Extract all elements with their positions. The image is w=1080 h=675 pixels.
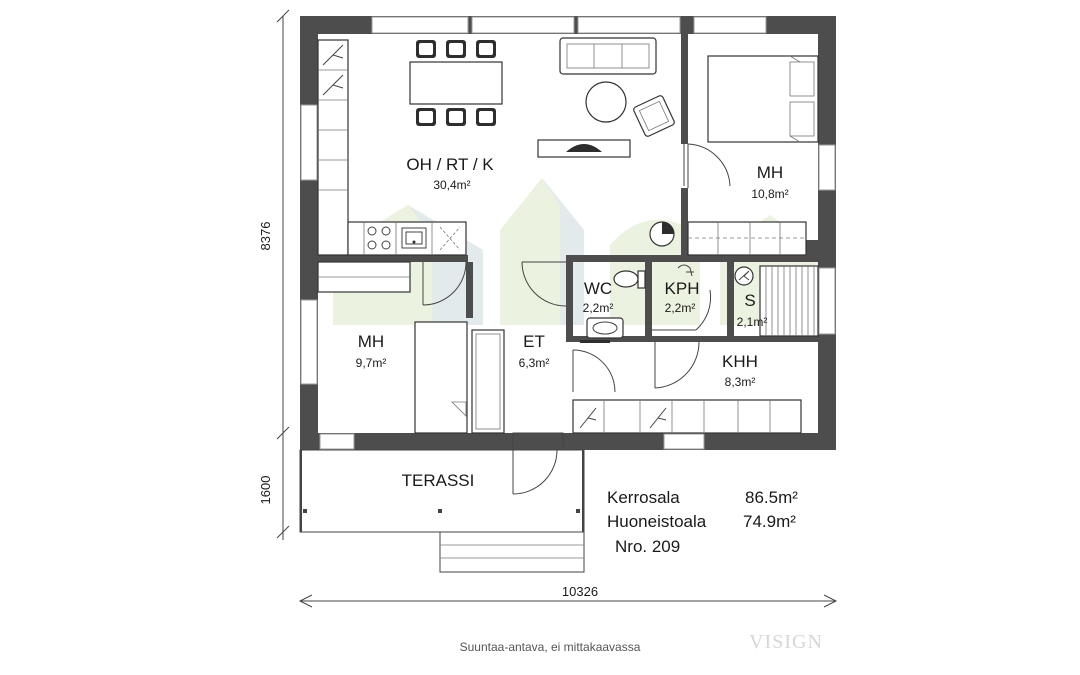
- room-area-sauna: 2,1m²: [737, 315, 768, 329]
- counter-corridor: [317, 261, 411, 293]
- terrace: [299, 449, 585, 573]
- single-bed: [414, 321, 468, 434]
- room-name-sauna: S: [744, 291, 755, 310]
- footer-note: Suuntaa-antava, ei mittakaavassa: [460, 640, 641, 654]
- wardrobe-bedroom-2: [471, 329, 505, 434]
- sauna-bench: [759, 265, 819, 337]
- room-area-bedroom-1: 10,8m²: [751, 187, 788, 201]
- room-name-wc: WC: [584, 279, 612, 298]
- huoneistoala-value: 74.9m²: [743, 512, 796, 531]
- room-area-wc: 2,2m²: [583, 301, 614, 315]
- plan-number: Nro. 209: [615, 537, 680, 556]
- kitchen-counter: [317, 39, 467, 256]
- utility-counter: [572, 399, 802, 434]
- room-area-entrance: 6,3m²: [519, 356, 550, 370]
- dimension-height-terrace: 1600: [258, 476, 273, 505]
- exterior-walls: [300, 16, 836, 450]
- room-name-entrance: ET: [523, 332, 545, 351]
- heater-icon: [649, 221, 675, 247]
- room-area-living: 30,4m²: [433, 178, 470, 192]
- room-name-bedroom-1: MH: [757, 163, 783, 182]
- sauna-stove-icon: [734, 266, 754, 286]
- room-area-bathroom: 2,2m²: [665, 301, 696, 315]
- room-area-bedroom-2: 9,7m²: [356, 356, 387, 370]
- dimension-width: 10326: [562, 584, 598, 599]
- wardrobe-bedroom-1: [687, 221, 807, 256]
- dining-table: [409, 40, 503, 126]
- doors: [422, 143, 731, 495]
- living-furniture: [537, 37, 675, 158]
- room-area-utility: 8,3m²: [725, 375, 756, 389]
- huoneistoala-label: Huoneistoala: [607, 512, 707, 531]
- room-name-bedroom-2: MH: [358, 332, 384, 351]
- shower-icon: [677, 264, 694, 277]
- terrace-label: TERASSI: [402, 471, 475, 490]
- double-bed: [707, 55, 819, 143]
- dimension-height-main: 8376: [258, 222, 273, 251]
- room-name-utility: KHH: [722, 352, 758, 371]
- brand-logo: VISIGN: [749, 631, 823, 653]
- dimension-lines: [276, 9, 838, 608]
- wc-fixtures: [580, 270, 646, 343]
- kerrosala-label: Kerrosala: [607, 488, 680, 507]
- interior-walls: [318, 34, 818, 342]
- room-name-living: OH / RT / K: [406, 155, 494, 174]
- room-name-bathroom: KPH: [665, 279, 700, 298]
- kerrosala-value: 86.5m²: [745, 488, 798, 507]
